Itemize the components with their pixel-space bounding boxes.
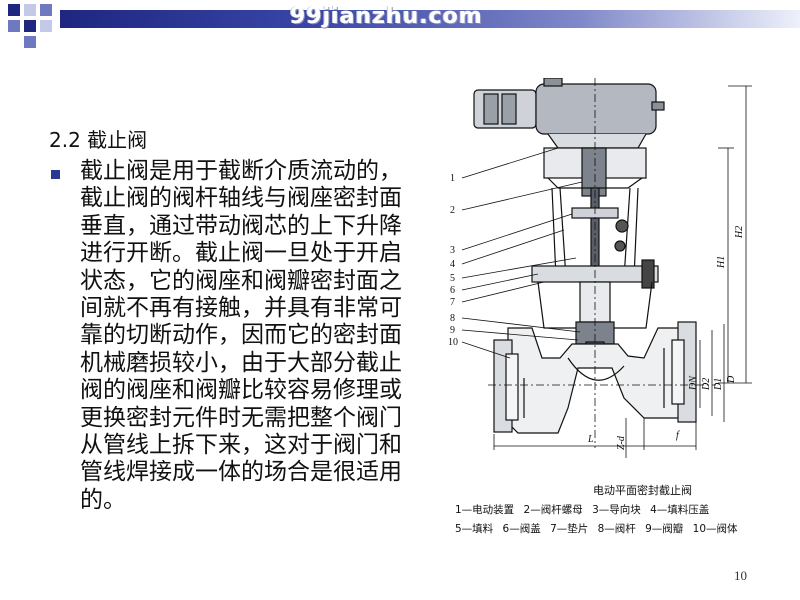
dimension-label: H2 — [734, 226, 745, 239]
paragraph-line: 进行开断。截止阀一旦处于开启 — [80, 240, 402, 267]
paragraph-line: 截止阀是用于截断介质流动的， — [80, 158, 402, 184]
dimension-label: f — [676, 430, 680, 441]
legend-item: 6—阀盖 — [502, 523, 541, 535]
dimension-label: D — [726, 375, 737, 384]
legend-row: 1—电动装置 2—阀杆螺母 3—导向块 4—填料压盖 — [455, 502, 800, 517]
part-label: 5 — [450, 273, 455, 284]
part-label: 2 — [450, 205, 455, 216]
legend-row: 5—填料 6—阀盖 7—垫片 8—阀杆 9—阀瓣 10—阀体 — [455, 521, 800, 536]
paragraph-line: 的。 — [80, 486, 126, 513]
decor-square — [8, 20, 20, 32]
part-label: 1 — [450, 173, 455, 184]
header-banner: 99jianzhu.com — [0, 0, 800, 48]
paragraph-line: 垂直，通过带动阀芯的上下升降 — [80, 212, 402, 239]
header-gradient-bar — [60, 10, 800, 28]
dimension-label: L — [587, 434, 594, 445]
page-number: 10 — [734, 568, 747, 583]
decor-square — [8, 4, 20, 16]
figure-caption: 电动平面密封截止阀 — [593, 484, 692, 497]
paragraph-line: 靠的切断动作，因而它的密封面 — [80, 322, 402, 349]
body-paragraph: 截止阀是用于截断介质流动的，截止阀的阀杆轴线与阀座密封面垂直，通过带动阀芯的上下… — [80, 158, 462, 514]
dimension-label: H1 — [716, 256, 727, 269]
part-label: 6 — [450, 285, 455, 296]
part-label: 8 — [450, 313, 455, 324]
part-label: 7 — [450, 297, 455, 308]
decor-square — [40, 20, 52, 32]
decor-square — [24, 36, 36, 48]
paragraph-line: 状态，它的阀座和阀瓣密封面之 — [80, 267, 402, 294]
paragraph-line: 截止阀的阀杆轴线与阀座密封面 — [80, 185, 402, 212]
part-label: 10 — [448, 337, 458, 348]
legend-item: 9—阀瓣 — [645, 523, 684, 535]
bullet-square-icon — [51, 170, 60, 179]
legend-item: 1—电动装置 — [455, 504, 515, 516]
part-label: 4 — [450, 259, 455, 270]
legend-item: 5—填料 — [455, 523, 494, 535]
paragraph-line: 更换密封元件时无需把整个阀门 — [80, 404, 402, 431]
legend-item: 8—阀杆 — [597, 523, 636, 535]
paragraph-line: 管线焊接成一体的场合是很适用 — [80, 459, 402, 486]
watermark-text: 99jianzhu.com — [290, 4, 483, 29]
dimension-label: D1 — [713, 378, 724, 391]
paragraph-line: 机械磨损较小，由于大部分截止 — [80, 349, 402, 376]
part-label: 9 — [450, 325, 455, 336]
legend-item: 4—填料压盖 — [650, 504, 710, 516]
legend-item: 7—垫片 — [550, 523, 589, 535]
legend-item: 2—阀杆螺母 — [523, 504, 583, 516]
decor-square — [24, 20, 36, 32]
paragraph-line: 从管线上拆下来，这对于阀门和 — [80, 432, 402, 459]
decor-square — [24, 4, 36, 16]
legend-item: 3—导向块 — [592, 504, 641, 516]
dimension-label: DN — [688, 375, 699, 391]
legend-item: 10—阀体 — [692, 523, 738, 535]
decor-square — [40, 4, 52, 16]
part-label: 3 — [450, 245, 455, 256]
valve-drawing: 1 2 3 4 5 6 7 8 9 10 H1 H2 L DN D2 D1 D … — [448, 78, 752, 458]
dimension-label: Z-d — [616, 435, 627, 450]
paragraph-line: 阀的阀座和阀瓣比较容易修理或 — [80, 377, 402, 404]
dimension-label: D2 — [701, 378, 712, 391]
paragraph-line: 间就不再有接触，并具有非常可 — [80, 295, 402, 322]
section-title: 2.2 截止阀 — [49, 128, 148, 152]
figure-legend: 电动平面密封截止阀 1—电动装置 2—阀杆螺母 3—导向块 4—填料压盖 5—填… — [455, 482, 800, 540]
